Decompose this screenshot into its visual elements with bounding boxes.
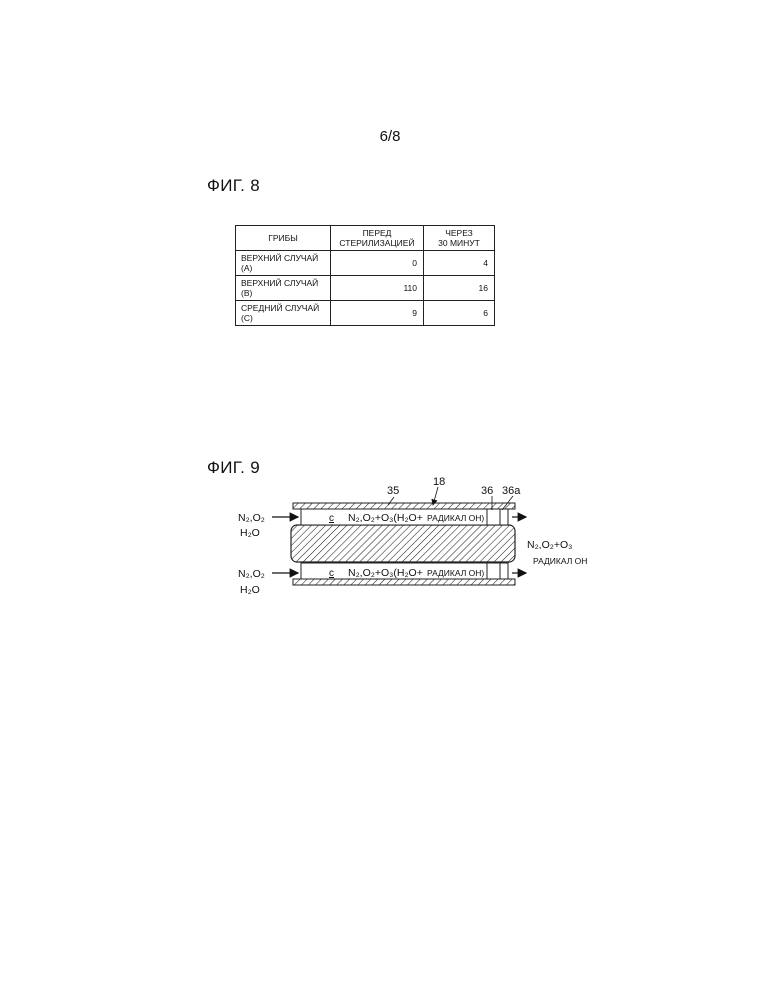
table-row: ВЕРХНИЙ СЛУЧАЙ (A) 0 4: [236, 251, 495, 276]
header-line: ЧЕРЕЗ: [445, 228, 473, 238]
row-after-value: 6: [424, 301, 495, 326]
header-line: СТЕРИЛИЗАЦИЕЙ: [339, 238, 414, 248]
outlet-radical: РАДИКАЛ OH: [533, 556, 587, 566]
row-label: СРЕДНИЙ СЛУЧАЙ (C): [236, 301, 331, 326]
header-before: ПЕРЕД СТЕРИЛИЗАЦИЕЙ: [331, 226, 424, 251]
ref-36a: 36a: [502, 485, 521, 497]
inlet-water-lower: H₂O: [240, 584, 260, 596]
channel-radical-lower: РАДИКАЛ OH): [427, 568, 484, 578]
channel-formula-lower: N₂,O₂+O₃(H₂O+: [348, 567, 423, 579]
channel-label-c-lower: c: [329, 568, 334, 579]
row-label: ВЕРХНИЙ СЛУЧАЙ (B): [236, 276, 331, 301]
channel-radical-upper: РАДИКАЛ OH): [427, 513, 484, 523]
row-label: ВЕРХНИЙ СЛУЧАЙ (A): [236, 251, 331, 276]
center-electrode: [291, 525, 515, 562]
inlet-gas-upper: N₂,O₂: [238, 512, 265, 524]
row-before-value: 0: [331, 251, 424, 276]
ref-35: 35: [387, 485, 399, 497]
ref-18: 18: [433, 476, 445, 488]
table-row: ВЕРХНИЙ СЛУЧАЙ (B) 110 16: [236, 276, 495, 301]
bottom-wall: [293, 579, 515, 585]
header-fungi: ГРИБЫ: [236, 226, 331, 251]
table-header-row: ГРИБЫ ПЕРЕД СТЕРИЛИЗАЦИЕЙ ЧЕРЕЗ 30 МИНУТ: [236, 226, 495, 251]
inlet-gas-lower: N₂,O₂: [238, 568, 265, 580]
header-line: ПЕРЕД: [363, 228, 392, 238]
header-line: 30 МИНУТ: [438, 238, 480, 248]
header-line: ГРИБЫ: [268, 233, 297, 243]
figure-8-title: ФИГ. 8: [207, 176, 260, 196]
row-before-value: 110: [331, 276, 424, 301]
top-wall: [293, 503, 515, 509]
outlet-gas: N₂,O₂+O₃: [527, 539, 572, 551]
row-after-value: 4: [424, 251, 495, 276]
channel-label-c-upper: c: [329, 513, 334, 524]
row-before-value: 9: [331, 301, 424, 326]
header-after: ЧЕРЕЗ 30 МИНУТ: [424, 226, 495, 251]
channel-formula-upper: N₂,O₂+O₃(H₂O+: [348, 512, 423, 524]
inlet-water-upper: H₂O: [240, 527, 260, 539]
row-after-value: 16: [424, 276, 495, 301]
page-number: 6/8: [370, 128, 410, 145]
fungi-table: ГРИБЫ ПЕРЕД СТЕРИЛИЗАЦИЕЙ ЧЕРЕЗ 30 МИНУТ…: [235, 225, 495, 326]
leader-18: [433, 487, 438, 505]
table-row: СРЕДНИЙ СЛУЧАЙ (C) 9 6: [236, 301, 495, 326]
figure-9-diagram: 35 18 36 36a N₂,O₂ H₂O N₂,O₂ H₂O c N₂,O₂…: [230, 472, 600, 602]
ref-36: 36: [481, 485, 493, 497]
